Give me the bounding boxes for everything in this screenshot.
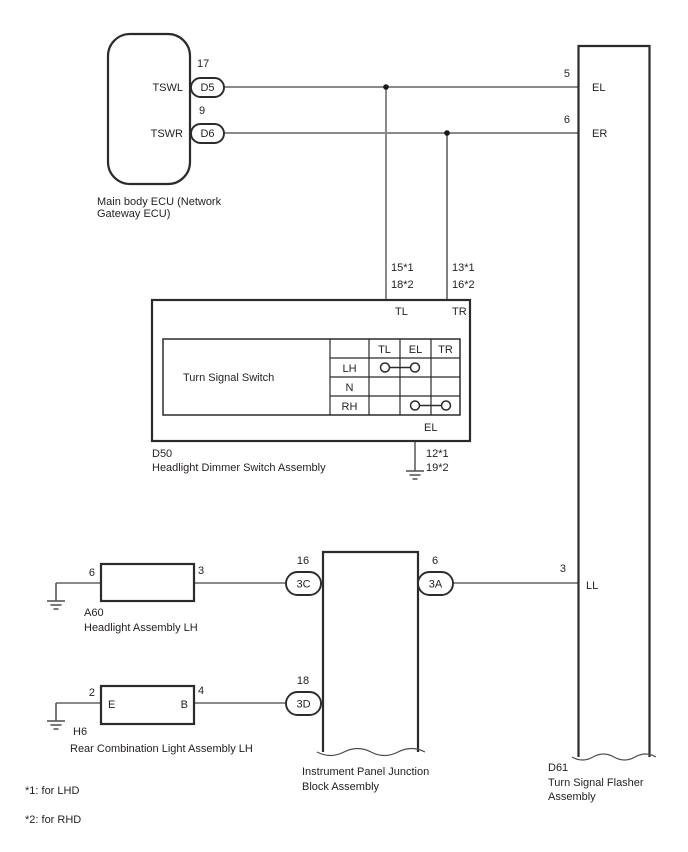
switch-table-grid bbox=[329, 339, 460, 415]
ground-symbol-headlight bbox=[47, 583, 65, 610]
connector-oval-3c bbox=[285, 571, 322, 596]
main-ecu-component: 17 D5 TSWL 9 D6 TSWR Main body ECU (Netw… bbox=[97, 32, 225, 220]
table-row-header: RH bbox=[342, 401, 358, 413]
junction-block-box bbox=[321, 550, 420, 752]
flasher-box bbox=[577, 44, 651, 757]
pin-number: 6 bbox=[432, 555, 438, 567]
component-name: Block Assembly bbox=[302, 781, 380, 793]
ground-symbol-rear-light bbox=[47, 703, 65, 730]
terminal-label: LL bbox=[586, 580, 598, 592]
component-name: Headlight Dimmer Switch Assembly bbox=[152, 462, 326, 474]
terminal-label: TL bbox=[395, 306, 408, 318]
terminal-label: B bbox=[181, 699, 188, 711]
table-column-header: EL bbox=[409, 344, 422, 356]
table-column-header: TL bbox=[378, 344, 391, 356]
footnote: *1: for LHD bbox=[25, 785, 79, 797]
signal-label: TSWR bbox=[151, 128, 183, 140]
pin-number: 5 bbox=[564, 68, 570, 80]
connector-label: 3A bbox=[429, 579, 443, 591]
component-code: D50 bbox=[152, 448, 172, 460]
footnote: *2: for RHD bbox=[25, 814, 81, 826]
rear-light-box bbox=[99, 684, 196, 726]
junction-dot bbox=[383, 84, 389, 90]
pin-number: 3 bbox=[198, 565, 204, 577]
dimmer-switch-component: 15*1 18*2 13*1 16*2 TL TR Turn Signal Sw… bbox=[150, 262, 475, 474]
component-name: Turn Signal Flasher bbox=[548, 777, 644, 789]
flasher-component: 5 EL 6 ER 3 LL D61 Turn Signal Flasher A… bbox=[548, 44, 657, 803]
connector-oval-d5 bbox=[190, 77, 225, 98]
pin-number: 4 bbox=[198, 685, 204, 697]
terminal-label: ER bbox=[592, 128, 607, 140]
footnotes: *1: for LHD *2: for RHD bbox=[25, 785, 81, 826]
wire-pin-label: 13*1 bbox=[452, 262, 475, 274]
break-line bbox=[571, 753, 657, 761]
junction-dot bbox=[444, 130, 450, 136]
connector-oval-3d bbox=[285, 691, 322, 716]
component-name: Assembly bbox=[548, 791, 596, 803]
pin-number: 3 bbox=[560, 563, 566, 575]
pin-number: 16 bbox=[297, 555, 309, 567]
table-row-header: N bbox=[346, 382, 354, 394]
component-name: Headlight Assembly LH bbox=[84, 622, 198, 634]
wire-pin-label: 19*2 bbox=[426, 462, 449, 474]
pin-number: 6 bbox=[564, 114, 570, 126]
pin-number: 6 bbox=[89, 567, 95, 579]
junction-block-component: 16 3C 6 3A 18 3D Instrument Panel Juncti… bbox=[285, 550, 454, 793]
terminal-label: TR bbox=[452, 306, 467, 318]
dimmer-outer-box bbox=[150, 298, 472, 443]
connector-label: 3D bbox=[296, 699, 310, 711]
wire-pin-label: 15*1 bbox=[391, 262, 414, 274]
wire-pin-label: 12*1 bbox=[426, 448, 449, 460]
signal-label: TSWL bbox=[152, 82, 183, 94]
component-code: A60 bbox=[84, 607, 104, 619]
wire-pin-label: 18*2 bbox=[391, 279, 414, 291]
connector-label: D5 bbox=[200, 82, 214, 94]
component-name: Gateway ECU) bbox=[97, 208, 170, 220]
headlight-component: 6 3 A60 Headlight Assembly LH bbox=[84, 562, 204, 634]
connector-oval-d6 bbox=[190, 123, 225, 144]
terminal-label: EL bbox=[424, 422, 437, 434]
switch-contact-rh bbox=[409, 400, 452, 411]
switch-contact-lh bbox=[379, 362, 421, 373]
ground-symbol-dimmer-el bbox=[406, 470, 424, 480]
pin-number: 9 bbox=[199, 105, 205, 117]
headlight-box bbox=[99, 562, 196, 603]
terminal-label: EL bbox=[592, 82, 605, 94]
switch-label: Turn Signal Switch bbox=[183, 372, 274, 384]
table-column-header: TR bbox=[438, 344, 453, 356]
connector-oval-3a bbox=[417, 571, 454, 596]
wire-pin-label: 16*2 bbox=[452, 279, 475, 291]
main-ecu-box bbox=[106, 32, 192, 186]
pin-number: 17 bbox=[197, 58, 209, 70]
component-name: Instrument Panel Junction bbox=[302, 766, 429, 778]
component-code: H6 bbox=[73, 726, 87, 738]
rear-light-component: 2 4 E B H6 Rear Combination Light Assemb… bbox=[70, 684, 253, 755]
table-row-header: LH bbox=[342, 363, 356, 375]
pin-number: 18 bbox=[297, 675, 309, 687]
component-name: Rear Combination Light Assembly LH bbox=[70, 743, 253, 755]
connector-label: 3C bbox=[296, 579, 310, 591]
terminal-label: E bbox=[108, 699, 115, 711]
component-code: D61 bbox=[548, 762, 568, 774]
break-line bbox=[316, 747, 426, 757]
component-name: Main body ECU (Network bbox=[97, 196, 222, 208]
pin-number: 2 bbox=[89, 687, 95, 699]
connector-label: D6 bbox=[200, 128, 214, 140]
